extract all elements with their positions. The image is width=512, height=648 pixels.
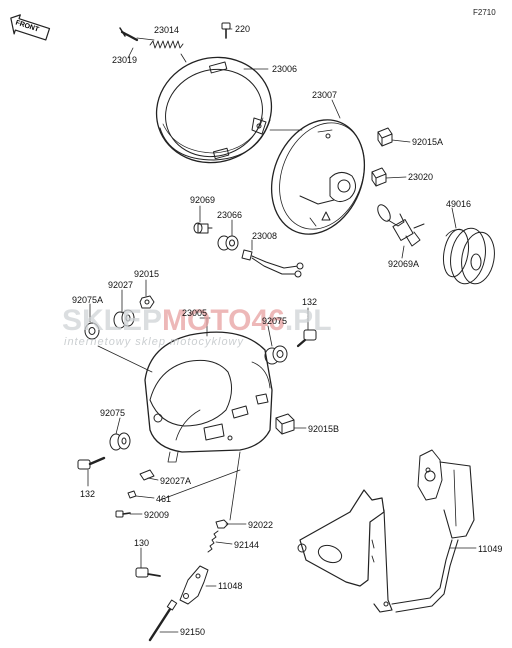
- front-arrow-icon: [10, 14, 51, 41]
- part-label-23020: 23020: [408, 172, 434, 182]
- part-label-92150: 92150: [180, 627, 206, 637]
- part-label-92009: 92009: [144, 510, 170, 520]
- wire-harness-23008: [241, 249, 304, 278]
- bolt-92150: [148, 599, 178, 642]
- part-label-220: 220: [235, 24, 251, 34]
- part-label-23007: 23007: [312, 90, 338, 100]
- part-label-92015: 92015: [134, 269, 160, 279]
- part-label-130: 130: [134, 538, 150, 548]
- bulb-92069: [193, 222, 213, 234]
- part-label-92075-lower: 92075: [100, 408, 126, 418]
- front-direction-label: FRONT: [9, 18, 47, 34]
- collar-92027A: [139, 469, 155, 481]
- bracket-11048: [179, 565, 209, 605]
- bolt-132-lower: [77, 456, 106, 470]
- clip-23020: [371, 167, 387, 187]
- part-label-11049: 11049: [478, 544, 503, 554]
- grommet-92075A: [84, 322, 100, 340]
- part-label-23019: 23019: [112, 55, 138, 65]
- spring-23014: [149, 40, 184, 49]
- bolt-130: [135, 567, 161, 578]
- front-text: FRONT: [14, 19, 40, 34]
- leader-lines: [87, 28, 477, 633]
- screw-220: [221, 22, 231, 39]
- bolt-132-upper: [296, 329, 317, 348]
- grommet-92075-lower: [109, 432, 131, 451]
- nut-92015: [139, 295, 155, 309]
- bulb-92069A: [377, 204, 425, 247]
- part-label-92144: 92144: [234, 540, 260, 550]
- part-label-23005: 23005: [182, 308, 208, 318]
- part-label-92022: 92022: [248, 520, 274, 530]
- collar-92027: [113, 309, 135, 329]
- watermark-brand: SKLEPMOTO46.PL: [62, 304, 332, 338]
- figure-code: F2710: [473, 8, 496, 17]
- part-label-92015A: 92015A: [412, 137, 444, 147]
- watermark-brand-part2: MOTO46: [162, 304, 285, 337]
- part-label-23008: 23008: [252, 231, 278, 241]
- part-label-92069A: 92069A: [388, 259, 420, 269]
- watermark-brand-part3: .PL: [284, 304, 332, 337]
- spring-92144: [207, 530, 219, 553]
- clip-92015A: [377, 127, 393, 147]
- headlight-rim-23006: [155, 56, 273, 164]
- watermark-tagline: internetowy sklep motocyklowy: [64, 336, 245, 348]
- part-label-92015B: 92015B: [308, 424, 340, 434]
- clip-92015B: [275, 413, 295, 435]
- part-label-92069: 92069: [190, 195, 216, 205]
- screw-23019: [119, 27, 139, 42]
- part-label-132-lower: 132: [80, 489, 96, 499]
- part-label-461: 461: [156, 494, 172, 504]
- headlight-unit-23007: [270, 119, 366, 235]
- part-label-23014: 23014: [154, 25, 180, 35]
- part-label-92027A: 92027A: [160, 476, 192, 486]
- washer-461: [127, 490, 137, 499]
- nut-92022: [215, 519, 229, 529]
- socket-23066: [217, 235, 239, 251]
- watermark-brand-part1: SKLEP: [62, 304, 163, 337]
- dust-cover-49016: [442, 227, 495, 285]
- part-label-92075A: 92075A: [72, 295, 104, 305]
- part-label-132-upper: 132: [302, 297, 318, 307]
- grommet-92075-upper: [264, 345, 288, 365]
- screw-92009: [115, 510, 131, 518]
- headlight-housing-23005: [144, 331, 273, 463]
- stay-bracket-11049: [297, 449, 475, 613]
- part-label-92027: 92027: [108, 280, 134, 290]
- part-label-23006: 23006: [272, 64, 298, 74]
- part-label-49016: 49016: [446, 199, 472, 209]
- part-label-23066: 23066: [217, 210, 243, 220]
- part-label-11048: 11048: [218, 581, 243, 591]
- part-label-92075-upper: 92075: [262, 316, 288, 326]
